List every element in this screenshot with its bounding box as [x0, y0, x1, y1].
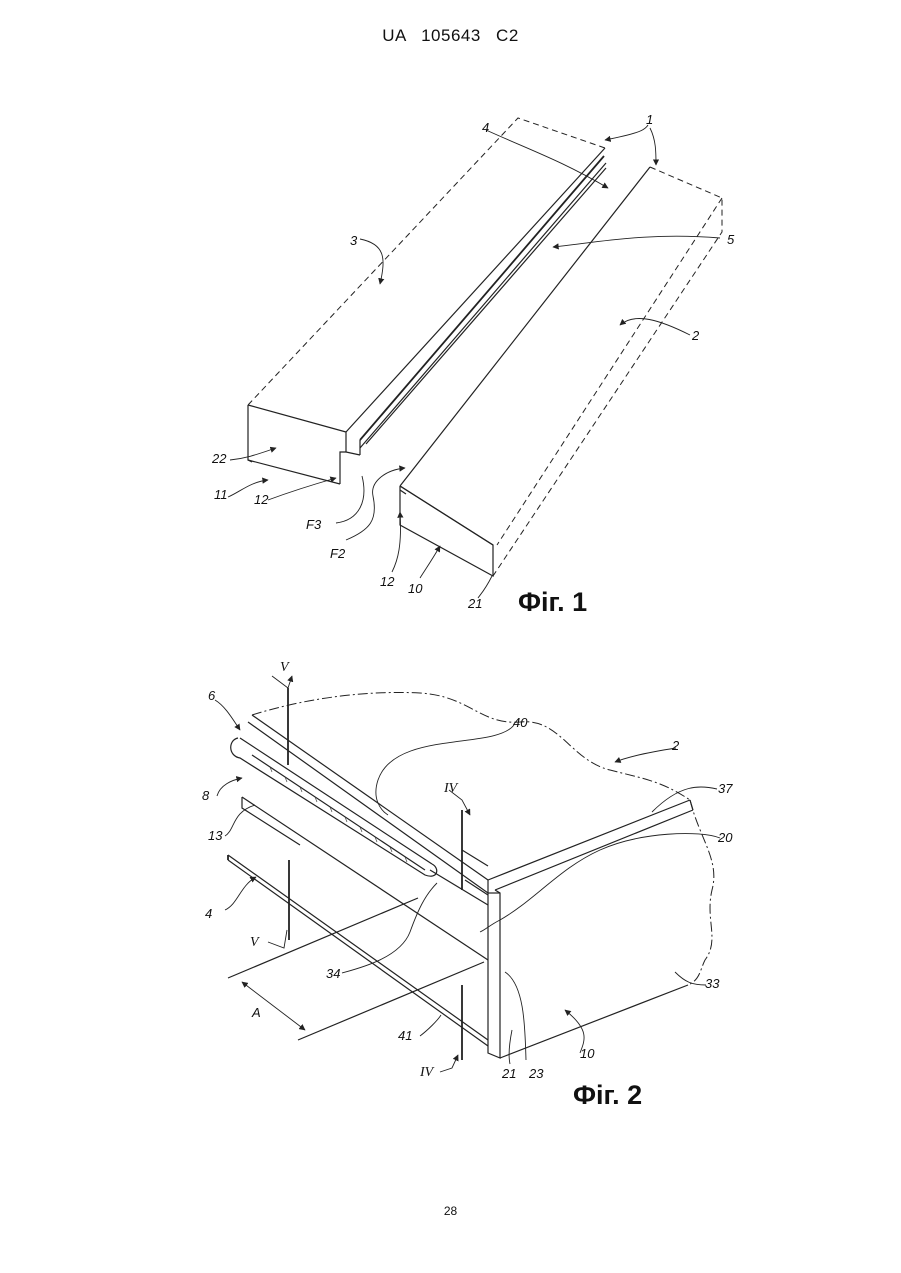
ref-41-fig2: 41: [398, 1028, 412, 1043]
ref-F3-fig1: F3: [306, 517, 322, 532]
ref-10-fig1: 10: [408, 581, 423, 596]
ref-37-fig2: 34: [326, 966, 340, 981]
ref-A-fig2: A: [251, 1005, 261, 1020]
ref-21-fig2: 21: [501, 1066, 516, 1081]
ref-13-fig2: 13: [208, 828, 223, 843]
ref-10-fig2: 10: [580, 1046, 595, 1061]
ref-6-fig2: 6: [208, 688, 216, 703]
ref-23-fig2: 23: [528, 1066, 544, 1081]
ref-11-fig1: 11: [214, 487, 228, 502]
ref-2-fig1: 2: [691, 328, 700, 343]
ref-40-fig2: 40: [513, 715, 528, 730]
ref-4-fig2: 4: [205, 906, 212, 921]
ref-34-fig2: 33: [705, 976, 720, 991]
ref-3-fig1: 3: [350, 233, 358, 248]
ref-F2-fig1: F2: [330, 546, 346, 561]
ref-5-fig1: 5: [727, 232, 735, 247]
ref-12b-fig1: 12: [380, 574, 395, 589]
section-mark-v-bottom: V: [250, 935, 260, 950]
ref-12a-fig1: 12: [254, 492, 269, 507]
ref-2-fig2: 2: [671, 738, 680, 753]
section-mark-iv-bottom: IV: [419, 1065, 435, 1080]
ref-1-fig1: 1: [646, 112, 653, 127]
ref-8-fig2: 8: [202, 788, 210, 803]
ref-21-fig1: 21: [467, 596, 482, 611]
figure-2-label: Фіг. 2: [573, 1080, 642, 1110]
page-number: 28: [0, 1204, 901, 1218]
ref-4-fig1: 4: [482, 120, 489, 135]
figure-1: 4 1 5 3 2 22 11 12 F3 F2 12 10 21 Фіг. 1: [211, 112, 735, 617]
panel-right: [400, 167, 722, 576]
ref-20-fig2: 20: [717, 830, 733, 845]
section-mark-v-top: V: [280, 660, 290, 675]
figure-2: V 6 40 2 8 IV 37 13 20 4 V 34 33 A 41 10…: [202, 660, 733, 1110]
panel-left: [248, 118, 606, 484]
ref-33-fig2: 37: [718, 781, 733, 796]
section-mark-iv-top: IV: [443, 781, 459, 796]
ref-22-fig1: 22: [211, 451, 227, 466]
figure-1-label: Фіг. 1: [518, 587, 587, 617]
